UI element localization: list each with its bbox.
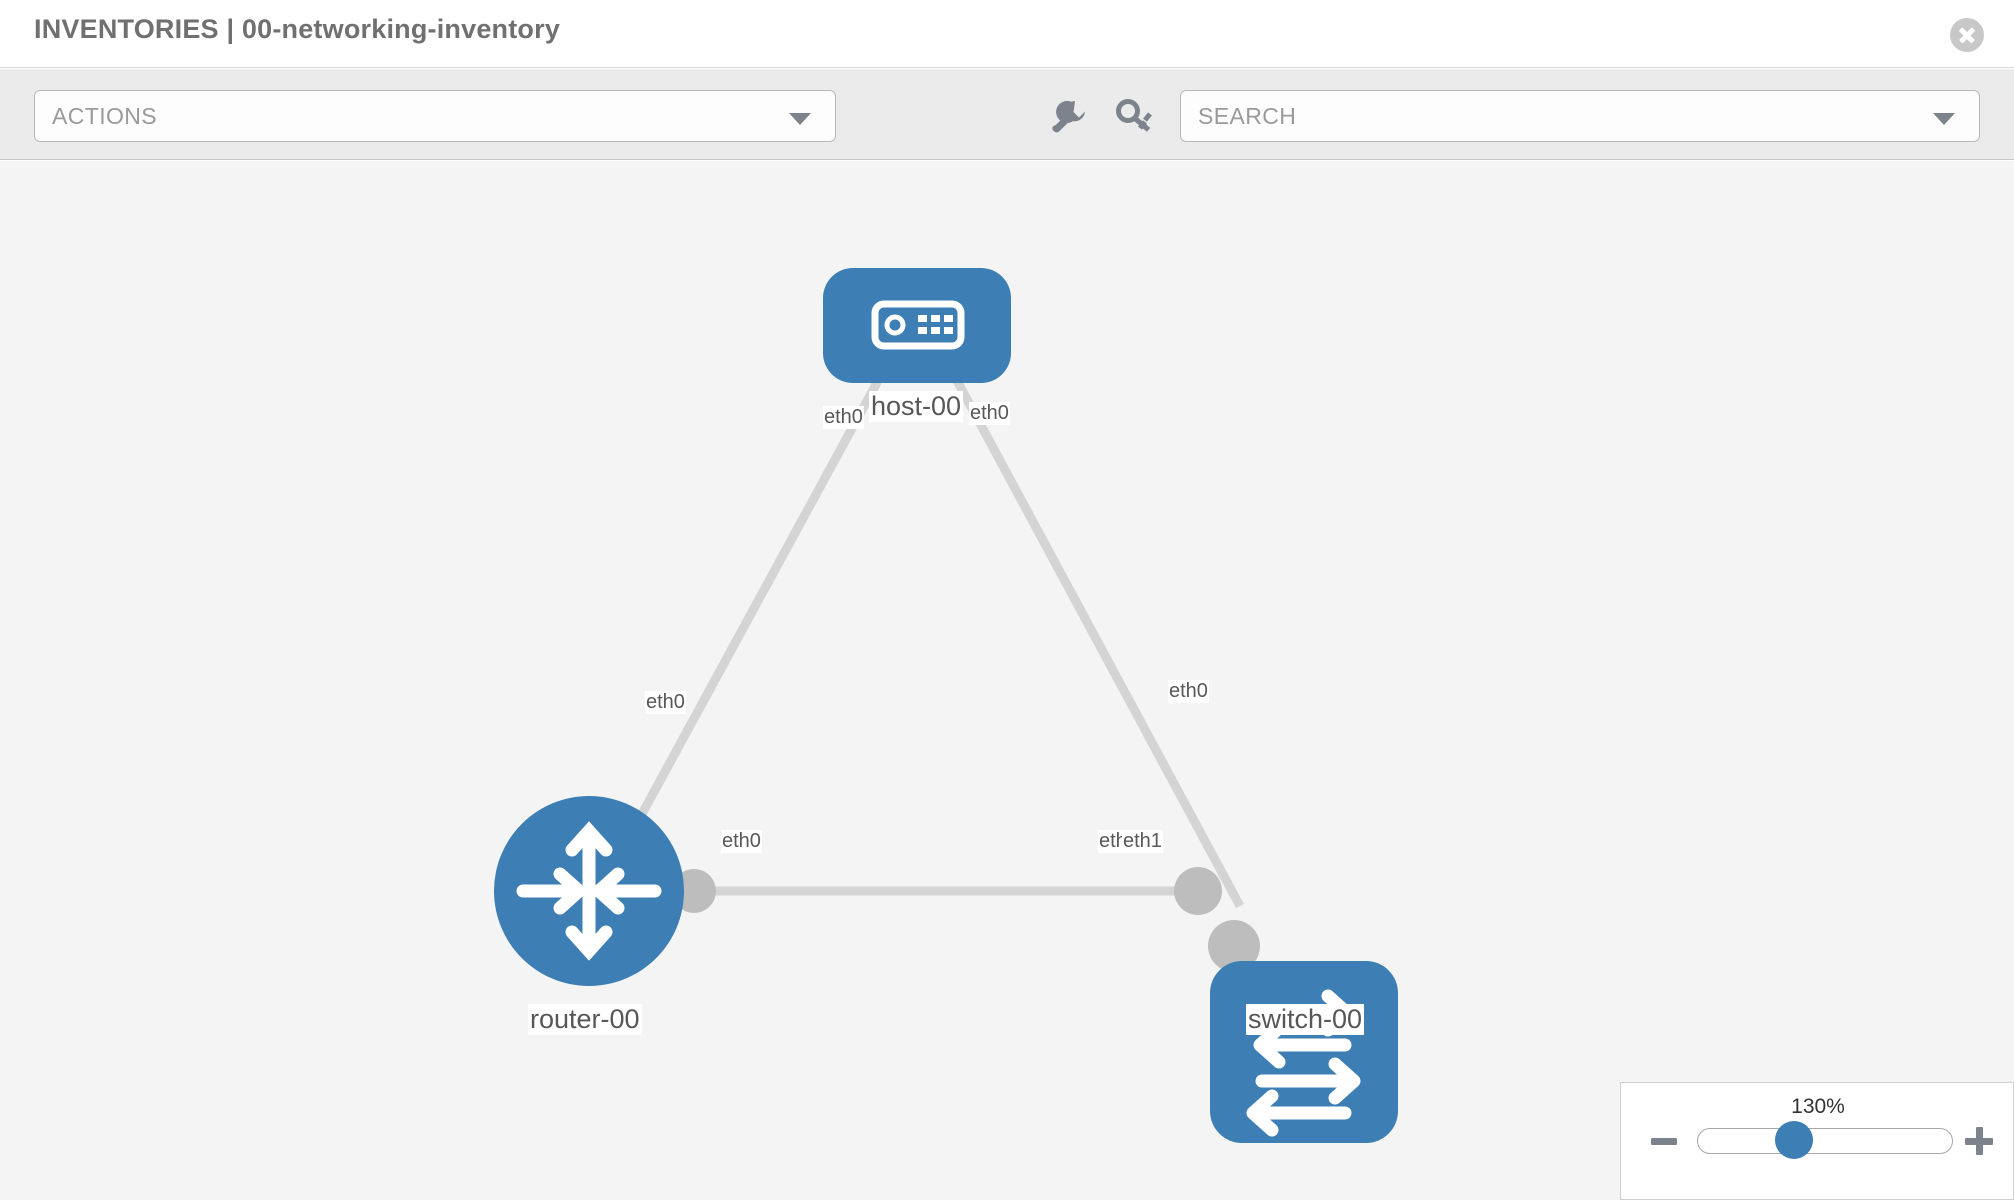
iface-label-host-right: eth0 xyxy=(969,402,1010,425)
iface-label-switch-up: eth0 xyxy=(1168,680,1209,703)
toolbar: ACTIONS SEARCH xyxy=(0,69,2014,160)
zoom-slider-track[interactable] xyxy=(1697,1128,1953,1154)
topology-edges xyxy=(596,374,1244,909)
node-label-router: router-00 xyxy=(528,1004,642,1035)
zoom-control-panel: 130% xyxy=(1620,1082,2014,1200)
key-icon[interactable] xyxy=(1113,95,1157,139)
edge-host-switch[interactable] xyxy=(951,374,1244,909)
topology-connectors xyxy=(672,335,1260,972)
node-label-host: host-00 xyxy=(869,391,964,422)
chevron-down-icon xyxy=(789,113,811,125)
iface-label-router-up: eth0 xyxy=(645,691,686,714)
iface-label-router-right: eth0 xyxy=(721,830,762,853)
search-placeholder: SEARCH xyxy=(1198,103,1297,129)
zoom-level-value: 130% xyxy=(1791,1095,1845,1118)
page-header: INVENTORIES | 00-networking-inventory xyxy=(0,0,2014,68)
server-icon xyxy=(871,300,965,350)
edge-host-router[interactable] xyxy=(596,374,884,894)
connector-switch-top xyxy=(1208,920,1260,972)
node-router-00[interactable] xyxy=(494,796,684,986)
node-host-00[interactable] xyxy=(823,268,1011,383)
node-switch-00[interactable] xyxy=(1210,961,1398,1143)
topology-canvas[interactable]: host-00 router-00 switch-00 eth0 eth0 et… xyxy=(0,161,2014,1200)
close-icon[interactable] xyxy=(1950,18,1984,52)
wrench-icon[interactable] xyxy=(1043,95,1087,139)
router-arrows-icon xyxy=(516,821,662,961)
iface-label-switch-left: eth1 xyxy=(1122,830,1163,853)
search-input[interactable]: SEARCH xyxy=(1180,90,1980,142)
zoom-slider-thumb[interactable] xyxy=(1775,1121,1813,1159)
zoom-out-button[interactable] xyxy=(1651,1138,1677,1145)
actions-dropdown-label: ACTIONS xyxy=(52,103,158,129)
zoom-in-button[interactable] xyxy=(1965,1127,1993,1155)
connector-switch-left xyxy=(1174,867,1222,915)
page-title: INVENTORIES | 00-networking-inventory xyxy=(34,14,561,44)
topology-graph xyxy=(494,268,1398,1143)
iface-label-host-left: eth0 xyxy=(823,406,864,429)
actions-dropdown[interactable]: ACTIONS xyxy=(34,90,836,142)
node-label-switch: switch-00 xyxy=(1246,1004,1365,1035)
chevron-down-icon[interactable] xyxy=(1933,113,1955,125)
